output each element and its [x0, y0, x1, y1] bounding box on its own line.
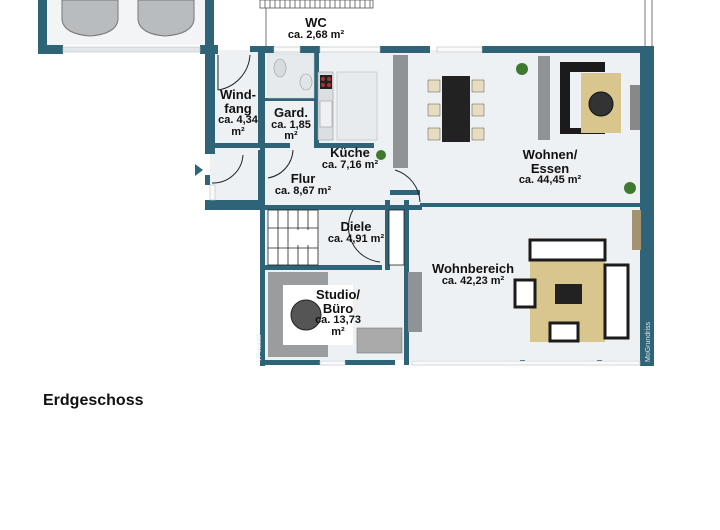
stove-burner-icon: [321, 83, 325, 87]
car-icon: [137, 0, 195, 37]
plant-icon: [376, 63, 636, 194]
room-area: ca. 44,45 m²: [518, 174, 582, 187]
room-area: ca. 8,67 m²: [274, 184, 332, 197]
room-divider-shelf: [408, 272, 422, 332]
wardrobe-icon: [388, 209, 405, 266]
room-area: ca. 42,23 m²: [441, 274, 505, 287]
sink-icon: [299, 73, 313, 91]
terrace-railing: [259, 0, 653, 46]
room-name: WC: [305, 15, 327, 30]
room-name: Wohnen/ Essen: [522, 147, 578, 176]
interior-walls: [215, 50, 642, 365]
room-area: ca. 4,91 m²: [327, 232, 385, 245]
room-divider-cabinet: [393, 55, 408, 168]
room-area: ca. 1,85 m²: [271, 118, 311, 143]
room-label-diele: Diele ca. 4,91 m²: [326, 220, 386, 245]
room-divider-shelf: [538, 56, 550, 140]
room-area: ca. 2,68 m²: [287, 28, 345, 41]
room-area: ca. 13,73 m²: [315, 314, 361, 338]
kitchen-sink-icon: [319, 100, 333, 128]
floor-area-entry: [210, 50, 265, 205]
room-label-windfang: Wind- fang ca. 4,34 m²: [213, 88, 263, 138]
room-label-kueche: Küche ca. 7,16 m²: [310, 146, 390, 171]
desk-icon: [356, 327, 403, 354]
room-label-flur: Flur ca. 8,67 m²: [263, 172, 343, 197]
room-name: Studio/ Büro: [315, 287, 361, 316]
dining-table-icon: [427, 76, 485, 142]
windows: [209, 46, 641, 366]
room-label-garderobe: Gard. ca. 1,85 m²: [266, 106, 316, 143]
garage-door: [62, 46, 201, 53]
room-area: ca. 7,16 m²: [321, 158, 379, 171]
room-label-studio-buero: Studio/ Büro ca. 13,73 m²: [308, 288, 368, 338]
watermark-left: VPvisual: [256, 334, 263, 362]
lounge-set-icon: [513, 238, 630, 343]
room-name: Küche: [330, 145, 370, 160]
door-swings: [211, 54, 421, 263]
round-table-icon: [290, 299, 322, 331]
room-name: Flur: [290, 171, 316, 186]
shelf-icon: [632, 210, 641, 250]
stove-burner-icon: [321, 77, 325, 81]
tv-icon: [630, 85, 640, 130]
floor-caption: Erdgeschoss: [43, 392, 144, 409]
room-label-wohnbereich: Wohnbereich ca. 42,23 m²: [418, 262, 528, 287]
sofa-icon: [560, 62, 621, 134]
stove-burner-icon: [327, 77, 331, 81]
room-name: Diele: [340, 219, 372, 234]
stove-burner-icon: [327, 83, 331, 87]
watermark-right: MoGrundriss: [645, 321, 652, 362]
room-area: ca. 4,34 m²: [218, 114, 258, 138]
room-label-wohnen-essen: Wohnen/ Essen ca. 44,45 m²: [505, 148, 595, 187]
room-name: Wind- fang: [220, 87, 256, 116]
staircase-icon: [267, 209, 319, 266]
room-label-wc: WC ca. 2,68 m²: [266, 16, 366, 41]
room-name: Gard.: [274, 105, 308, 120]
stove-icon: [320, 75, 332, 89]
car-icon: [61, 0, 119, 37]
entrance-arrow-icon: [195, 164, 203, 176]
room-name: Wohnbereich: [431, 261, 515, 276]
kitchen-island: [336, 71, 378, 141]
toilet-icon: [273, 58, 287, 78]
